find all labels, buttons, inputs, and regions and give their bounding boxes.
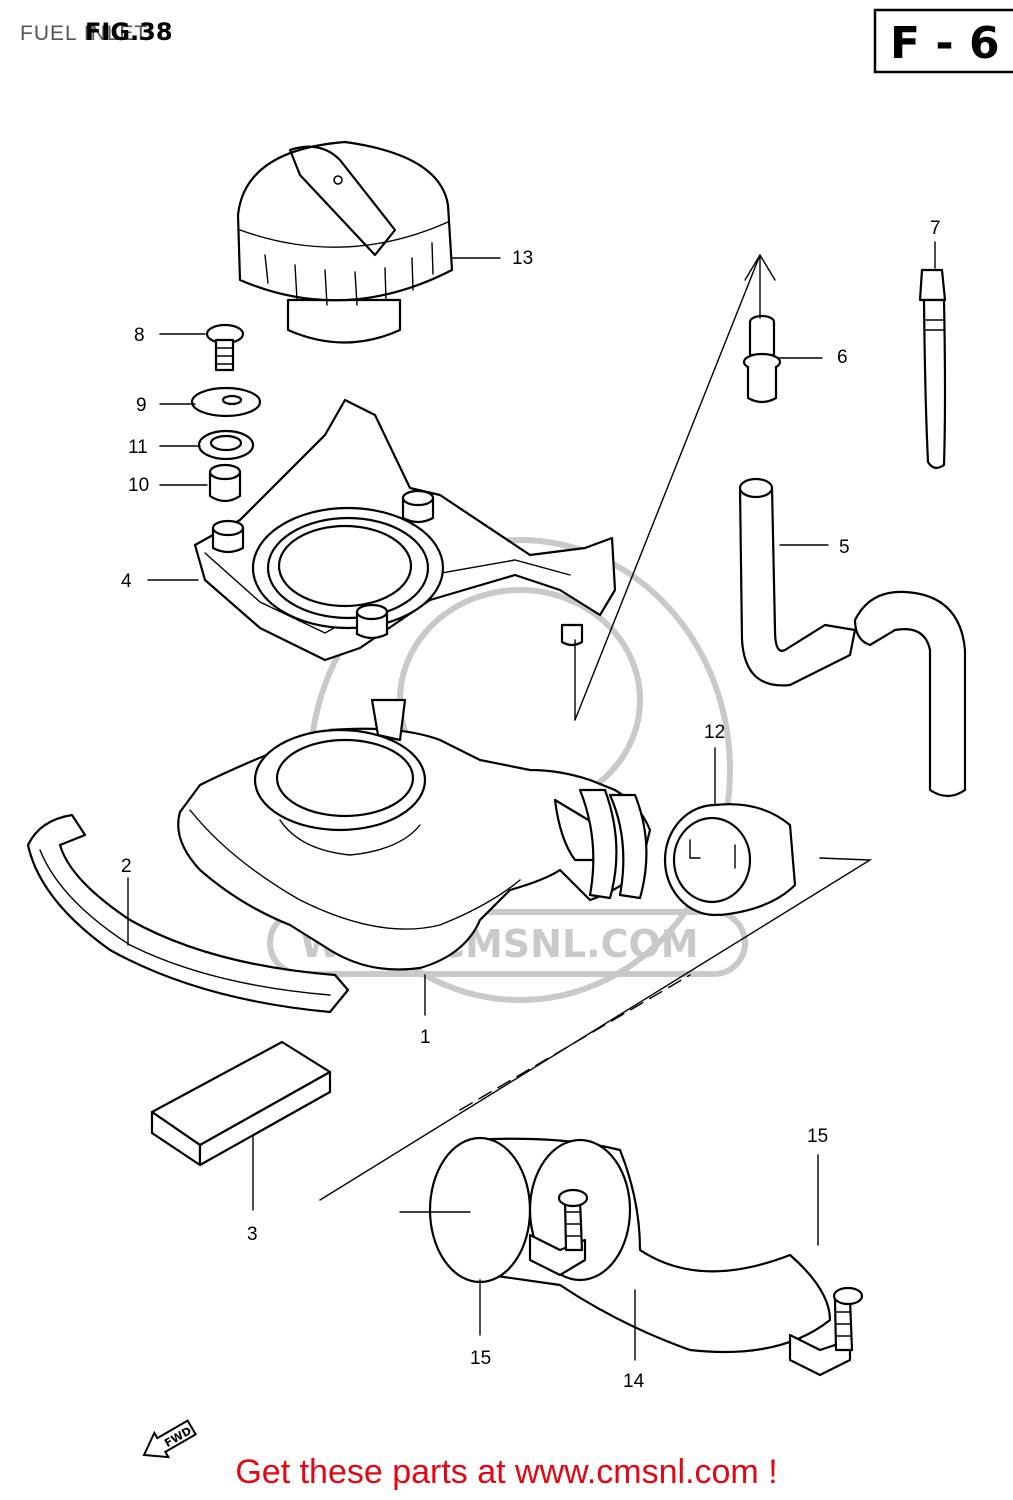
connector-tube-part — [428, 1136, 832, 1354]
callout-1: 1 — [420, 1027, 431, 1048]
callout-15-right: 15 — [807, 1126, 828, 1147]
footer-link[interactable]: Get these parts at www.cmsnl.com ! — [235, 1453, 778, 1491]
screw-part — [205, 323, 245, 372]
callout-3: 3 — [247, 1224, 258, 1245]
mounting-plate-part — [193, 398, 617, 662]
callout-12: 12 — [704, 722, 725, 743]
fuel-cap-part — [236, 140, 454, 344]
collar-part — [208, 463, 242, 503]
callout-6: 6 — [837, 347, 848, 368]
hose-clamp-part-1 — [528, 1188, 589, 1277]
callout-8: 8 — [134, 325, 145, 346]
ring-band-part — [663, 803, 797, 917]
callout-9: 9 — [136, 395, 147, 416]
grommet-part — [197, 429, 255, 461]
sheet-code-box: F - 6 — [873, 8, 1013, 74]
fitting-part — [742, 314, 782, 404]
section-title: FUEL INLET — [20, 22, 148, 45]
callout-4: 4 — [121, 571, 132, 592]
hose-part — [738, 477, 967, 798]
filler-neck-part — [177, 698, 652, 971]
sheet-code: F - 6 — [890, 18, 1000, 69]
pad-block-part — [150, 1040, 332, 1167]
callout-2: 2 — [121, 856, 132, 877]
leader-lines — [127, 241, 936, 1361]
cable-tie-part — [918, 268, 947, 469]
callout-14: 14 — [623, 1371, 645, 1392]
seal-strip-part — [26, 813, 350, 1014]
assembly-reference-lines — [319, 254, 873, 1201]
callout-10: 10 — [128, 475, 149, 496]
hose-clamp-part-2 — [788, 1286, 864, 1377]
callout-13: 13 — [512, 248, 533, 269]
callout-15-left: 15 — [470, 1348, 491, 1369]
callout-5: 5 — [839, 537, 850, 558]
callout-11: 11 — [128, 437, 148, 458]
callout-7: 7 — [930, 218, 941, 239]
figure-number: FIG.38 — [85, 18, 173, 46]
washer-part — [190, 386, 262, 418]
